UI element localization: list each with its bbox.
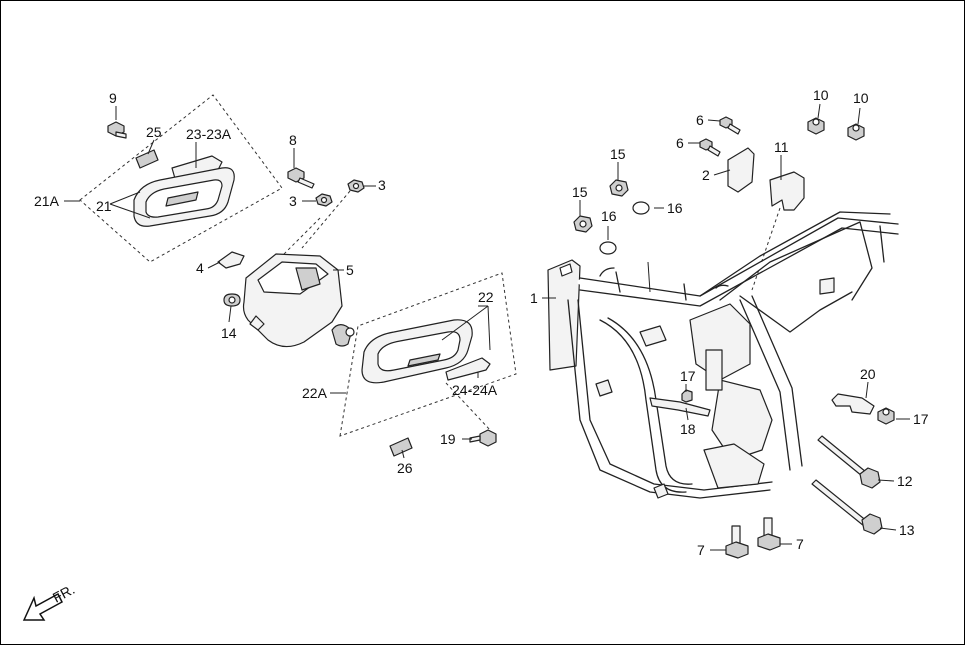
- callout-15b: 15: [572, 184, 588, 200]
- callout-1: 1: [530, 290, 538, 306]
- leader-dash: [445, 382, 492, 432]
- callout-2: 2: [702, 167, 710, 183]
- part-16-washer-a: [632, 201, 650, 215]
- callout-5: 5: [346, 262, 354, 278]
- part-6-bolt-a: [719, 116, 741, 135]
- callout-16b: 16: [601, 208, 617, 224]
- part-15-nut-a: [609, 179, 629, 197]
- callout-7b: 7: [796, 536, 804, 552]
- callout-15a: 15: [610, 146, 626, 162]
- callout-10b: 10: [853, 90, 869, 106]
- part-17-bolt-a: [681, 389, 693, 403]
- part-18-bracket: [649, 397, 711, 417]
- part-20-bracket: [831, 393, 875, 415]
- callout-22: 22: [478, 289, 494, 305]
- leader-dash: [301, 190, 351, 249]
- part-24-strip: [445, 357, 491, 381]
- part-5-air-box: [242, 253, 355, 348]
- callout-17b: 17: [913, 411, 929, 427]
- callout-9: 9: [109, 90, 117, 106]
- callout-14: 14: [221, 325, 237, 341]
- part-3-nut-a: [347, 179, 365, 193]
- part-13-long-bolt: [811, 479, 883, 535]
- callout-26: 26: [397, 460, 413, 476]
- part-16-washer-b: [599, 241, 617, 255]
- callout-4: 4: [196, 260, 204, 276]
- kit-22A-outline: [339, 272, 517, 437]
- callout-18: 18: [680, 421, 696, 437]
- callout-23-23A: 23-23A: [186, 126, 232, 142]
- callout-21: 21: [96, 198, 112, 214]
- part-6-bolt-b: [699, 138, 721, 157]
- part-9-screw: [107, 121, 127, 139]
- callout-11: 11: [774, 139, 789, 155]
- callout-19: 19: [440, 431, 456, 447]
- part-3-nut-b: [315, 193, 333, 207]
- callout-22A: 22A: [302, 385, 328, 401]
- part-22-side-cover: [361, 319, 473, 384]
- callout-6a: 6: [696, 112, 704, 128]
- callout-20: 20: [860, 366, 876, 382]
- callout-17a: 17: [680, 368, 696, 384]
- part-25-label: [135, 149, 159, 169]
- part-4-clip: [217, 251, 245, 269]
- front-arrow-icon: [22, 592, 63, 621]
- part-14-grommet: [223, 293, 241, 307]
- part-10-bolt-a: [807, 117, 825, 135]
- part-12-long-bolt: [817, 435, 881, 489]
- callout-25: 25: [146, 124, 162, 140]
- callout-3a: 3: [378, 177, 386, 193]
- callout-labels: 9 25 23-23A 21A 21 8 3 3 4 5 14 22 24-24…: [34, 87, 929, 558]
- callout-12: 12: [897, 473, 913, 489]
- part-2-bracket: [727, 147, 755, 193]
- leader-dash: [275, 217, 321, 263]
- leader-lines: [64, 103, 910, 551]
- part-11-bracket: [769, 171, 805, 211]
- callout-8: 8: [289, 132, 297, 148]
- callout-7a: 7: [697, 542, 705, 558]
- callout-10a: 10: [813, 87, 829, 103]
- callout-16a: 16: [667, 200, 683, 216]
- part-7-bolt-b: [757, 517, 781, 551]
- part-26-label: [389, 437, 413, 457]
- callout-3b: 3: [289, 193, 297, 209]
- part-8-bolt: [287, 167, 315, 189]
- part-17-bolt-b: [877, 407, 895, 425]
- part-10-bolt-b: [847, 123, 865, 141]
- part-19-screw: [469, 429, 497, 447]
- callout-6b: 6: [676, 135, 684, 151]
- leader-dash: [751, 207, 781, 291]
- front-direction-indicator: FR.: [22, 581, 77, 621]
- part-15-nut-b: [573, 215, 593, 233]
- part-21-side-cover: [133, 167, 235, 227]
- callout-24-24A: 24-24A: [452, 382, 498, 398]
- callout-13: 13: [899, 522, 915, 538]
- callout-21A: 21A: [34, 193, 60, 209]
- part-1-main-frame: [547, 211, 901, 499]
- part-7-bolt-a: [725, 525, 749, 559]
